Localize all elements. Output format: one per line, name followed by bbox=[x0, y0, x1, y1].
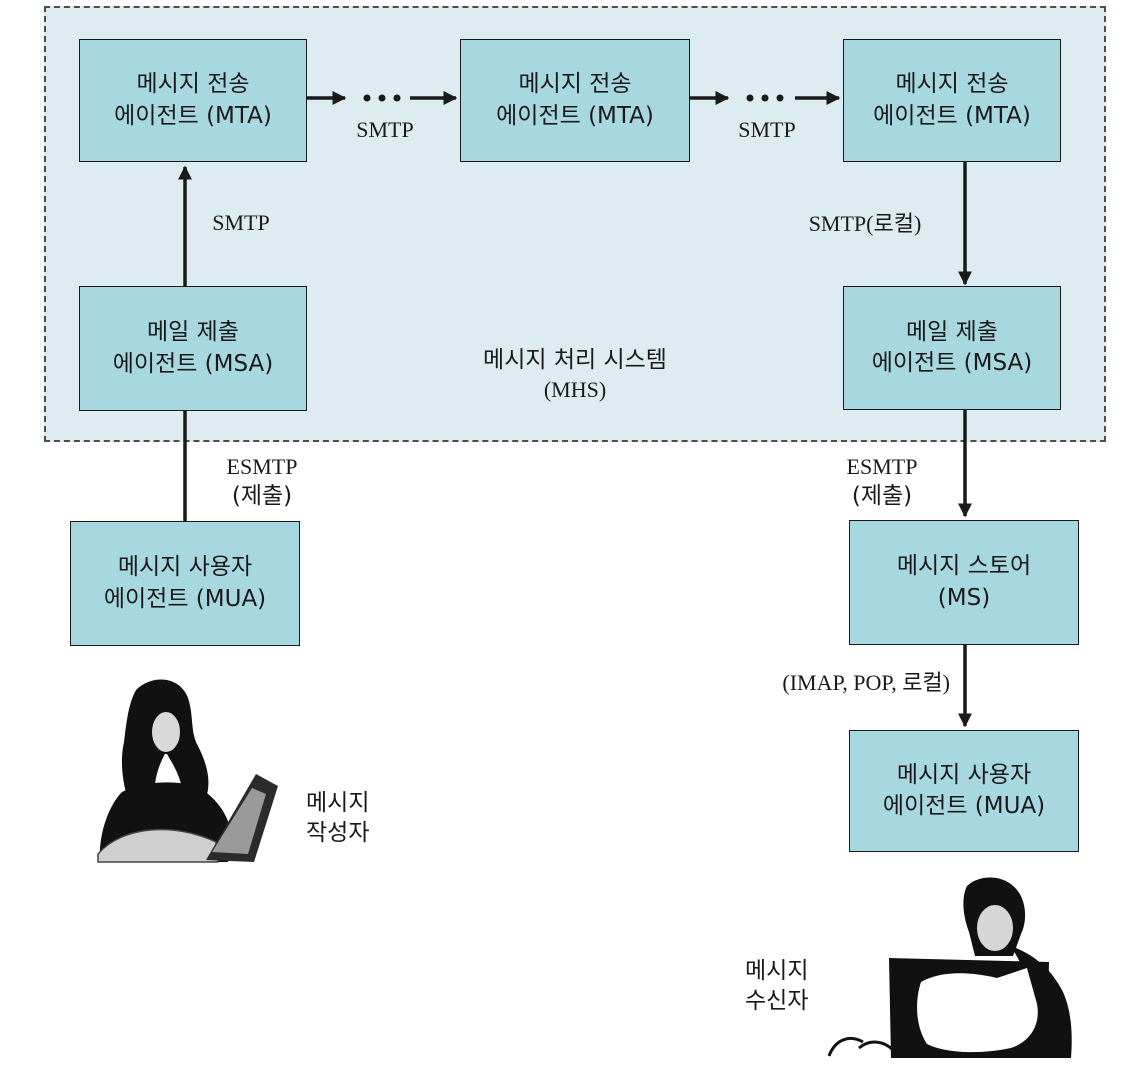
sender-person-icon bbox=[97, 679, 278, 863]
node-line1: 메일 제출 bbox=[147, 319, 239, 346]
mhs-label-line2: (MHS) bbox=[543, 376, 607, 402]
edge-label-line2: (제출) bbox=[231, 482, 293, 509]
edge-label-ms-mua: (IMAP, POP, 로컬) bbox=[782, 670, 950, 695]
node-line1: 메시지 사용자 bbox=[117, 554, 253, 581]
edge-label-line1: ESMTP bbox=[846, 454, 918, 479]
msa-node-right: 메일 제출 에이전트 (MSA) bbox=[843, 286, 1061, 410]
edge-label-msa-mta1: SMTP bbox=[212, 210, 270, 235]
msa-node-left: 메일 제출 에이전트 (MSA) bbox=[79, 286, 307, 411]
node-line2: 에이전트 (MSA) bbox=[112, 350, 274, 377]
edge-label-mta3-msa: SMTP(로컬) bbox=[808, 211, 922, 236]
edge-label-line2: (제출) bbox=[851, 482, 913, 509]
node-line2: (MS) bbox=[937, 584, 991, 611]
mua-node-left: 메시지 사용자 에이전트 (MUA) bbox=[70, 521, 300, 646]
mhs-label: 메시지 처리 시스템 (MHS) bbox=[430, 346, 720, 404]
mua-node-right: 메시지 사용자 에이전트 (MUA) bbox=[849, 730, 1079, 852]
ellipsis-dot bbox=[363, 94, 371, 102]
node-line2: 에이전트 (MUA) bbox=[103, 585, 267, 612]
ellipsis-dot bbox=[776, 94, 784, 102]
sender-label-line1: 메시지 bbox=[306, 790, 370, 816]
edge-label-mta2-mta3: SMTP bbox=[738, 117, 796, 142]
receiver-label-line2: 수신자 bbox=[745, 987, 809, 1014]
sender-label-line2: 작성자 bbox=[306, 819, 370, 846]
mta-node-3: 메시지 전송 에이전트 (MTA) bbox=[843, 39, 1061, 162]
node-line1: 메시지 사용자 bbox=[896, 761, 1032, 788]
receiver-person-icon bbox=[827, 877, 1072, 1058]
edge-label-msa-ms: ESMTP (제출) bbox=[828, 453, 936, 511]
node-line1: 메시지 전송 bbox=[136, 71, 250, 98]
edge-label-mta1-mta2: SMTP bbox=[356, 117, 414, 142]
edge-label-line1: ESMTP bbox=[226, 454, 298, 479]
ellipsis-dot bbox=[393, 94, 401, 102]
ellipsis-dot bbox=[746, 94, 754, 102]
node-line1: 메시지 스토어 bbox=[896, 553, 1032, 580]
node-line2: 에이전트 (MTA) bbox=[873, 102, 1031, 129]
node-line1: 메시지 전송 bbox=[518, 71, 632, 98]
edge-label-mua-msa: ESMTP (제출) bbox=[208, 453, 316, 511]
receiver-label: 메시지 수신자 bbox=[745, 957, 835, 1017]
mta-node-2: 메시지 전송 에이전트 (MTA) bbox=[460, 39, 690, 162]
node-line2: 에이전트 (MUA) bbox=[882, 793, 1046, 819]
node-line1: 메일 제출 bbox=[906, 318, 998, 345]
ellipsis-dot bbox=[761, 94, 769, 102]
ms-node: 메시지 스토어 (MS) bbox=[849, 520, 1079, 645]
node-line2: 에이전트 (MTA) bbox=[114, 102, 272, 129]
receiver-label-line1: 메시지 bbox=[745, 958, 809, 984]
node-line1: 메시지 전송 bbox=[895, 71, 1009, 98]
ellipsis-dot bbox=[378, 94, 386, 102]
mta-node-1: 메시지 전송 에이전트 (MTA) bbox=[79, 39, 307, 162]
node-line2: 에이전트 (MTA) bbox=[496, 102, 654, 129]
node-line2: 에이전트 (MSA) bbox=[871, 350, 1033, 376]
sender-label: 메시지 작성자 bbox=[306, 789, 396, 849]
mhs-label-line1: 메시지 처리 시스템 bbox=[483, 347, 667, 373]
